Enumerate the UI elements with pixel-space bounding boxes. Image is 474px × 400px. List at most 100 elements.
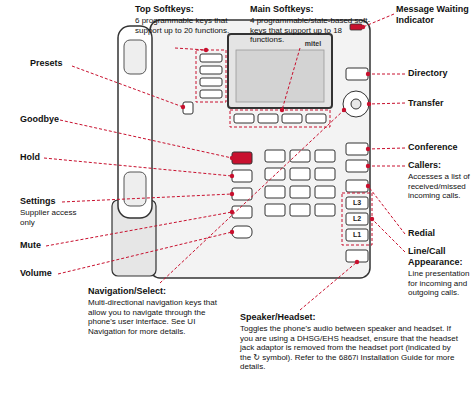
main-softkeys: [234, 114, 326, 123]
label-slot: Speaker/Headset:: [240, 312, 460, 323]
callout-heading: Goodbye: [20, 114, 90, 125]
callout-heading: Line/Call Appearance:: [408, 246, 470, 268]
leader-dot: [366, 164, 370, 168]
handset: [118, 26, 152, 218]
handset-earpiece: [124, 40, 146, 74]
redial-key: [346, 180, 368, 192]
softkey: [282, 114, 302, 123]
leader-dot: [367, 102, 371, 106]
keypad-key: [315, 150, 335, 162]
mute-key: [232, 206, 252, 218]
leader-dot: [342, 108, 346, 112]
key-label: L3: [346, 197, 368, 209]
label-slot: mitel: [296, 39, 330, 48]
keypad-key: [315, 204, 335, 216]
leader-line: [300, 262, 357, 310]
select-key: [351, 99, 361, 109]
callout-heading: Hold: [20, 152, 80, 163]
callout-description: 6 programmable keys that support up to 2…: [135, 16, 245, 35]
right-keys: [343, 68, 369, 262]
volume-key: [232, 226, 252, 238]
label-slot: Hold: [20, 152, 80, 163]
key-label: L2: [346, 213, 368, 225]
callout-heading: Message Waiting Indicator: [396, 4, 470, 26]
group-bracket: [342, 193, 372, 245]
softkey: [200, 90, 222, 98]
keypad-key: [290, 168, 310, 180]
phone-housing: [150, 20, 370, 278]
label-slot: Supplier access only: [20, 208, 82, 227]
leader-dot: [230, 156, 234, 160]
softkey: [234, 114, 254, 123]
callers-key: [346, 160, 368, 172]
leader-dot: [366, 72, 370, 76]
softkey: [200, 78, 222, 86]
leader-dot: [230, 174, 234, 178]
label-slot: Navigation/Select:: [88, 286, 220, 297]
label-slot: Message Waiting Indicator: [396, 4, 470, 26]
group-bracket: [196, 50, 226, 102]
label-slot: Presets: [30, 58, 90, 69]
leader-lines: [44, 14, 405, 310]
label-slot: Directory: [408, 68, 470, 79]
label-slot: Redial: [408, 228, 470, 239]
label-slot: Line presentation for incoming and outgo…: [408, 269, 470, 298]
conference-key: [346, 143, 368, 155]
leader-line: [62, 194, 232, 202]
leader-line: [175, 48, 206, 50]
dial-keypad: [265, 150, 335, 216]
leader-line: [44, 158, 232, 176]
leader-dot: [230, 210, 234, 214]
goodbye-key: [232, 152, 252, 164]
keypad-key: [290, 204, 310, 216]
leader-line: [368, 186, 405, 234]
settings-key: [232, 188, 252, 200]
left-keys: [232, 152, 252, 238]
label-slot: Conference: [408, 142, 470, 153]
display-area: [236, 50, 324, 102]
callout-heading: Presets: [30, 58, 90, 69]
leader-dot: [230, 230, 234, 234]
leader-line: [369, 103, 405, 104]
keypad-key: [265, 186, 285, 198]
callout-heading: Navigation/Select:: [88, 286, 220, 297]
callout-heading: Volume: [20, 268, 80, 279]
callout-heading: Top Softkeys:: [135, 4, 245, 15]
leader-dot: [204, 48, 208, 52]
softkey: [306, 114, 326, 123]
keypad-key: [265, 150, 285, 162]
callout-description: Accesses a list of received/missed incom…: [408, 172, 470, 201]
label-slot: Toggles the phone's audio between speake…: [240, 324, 462, 372]
keypad-key: [315, 186, 335, 198]
top-softkeys: [200, 54, 222, 98]
callout-description: Line presentation for incoming and outgo…: [408, 269, 470, 298]
label-slot: Main Softkeys:: [250, 4, 375, 15]
keypad-key: [315, 168, 335, 180]
callout-heading: Main Softkeys:: [250, 4, 375, 15]
softkey: [258, 114, 278, 123]
label-slot: Transfer: [408, 98, 470, 109]
callout-heading: Mute: [20, 240, 80, 251]
leader-line: [72, 66, 183, 107]
leader-line: [58, 232, 232, 274]
callout-heading: Speaker/Headset:: [240, 312, 460, 323]
label-slot: Mute: [20, 240, 80, 251]
callout-description: Supplier access only: [20, 208, 82, 227]
label-slot: Multi-directional navigation keys that a…: [88, 298, 220, 336]
display-screen: [228, 34, 332, 108]
callout-description: Multi-directional navigation keys that a…: [88, 298, 220, 336]
callout-heading: Conference: [408, 142, 470, 153]
directory-key: [346, 68, 368, 80]
leader-dot: [361, 25, 365, 29]
label-slot: Accesses a list of received/missed incom…: [408, 172, 470, 201]
hold-key: [232, 170, 252, 182]
label-slot: Volume: [20, 268, 80, 279]
callout-heading: Redial: [408, 228, 470, 239]
label-slot: Goodbye: [20, 114, 90, 125]
leader-dot: [181, 105, 185, 109]
label-slot: Top Softkeys:: [135, 4, 245, 15]
callout-heading: Directory: [408, 68, 470, 79]
group-bracket: [230, 110, 330, 127]
